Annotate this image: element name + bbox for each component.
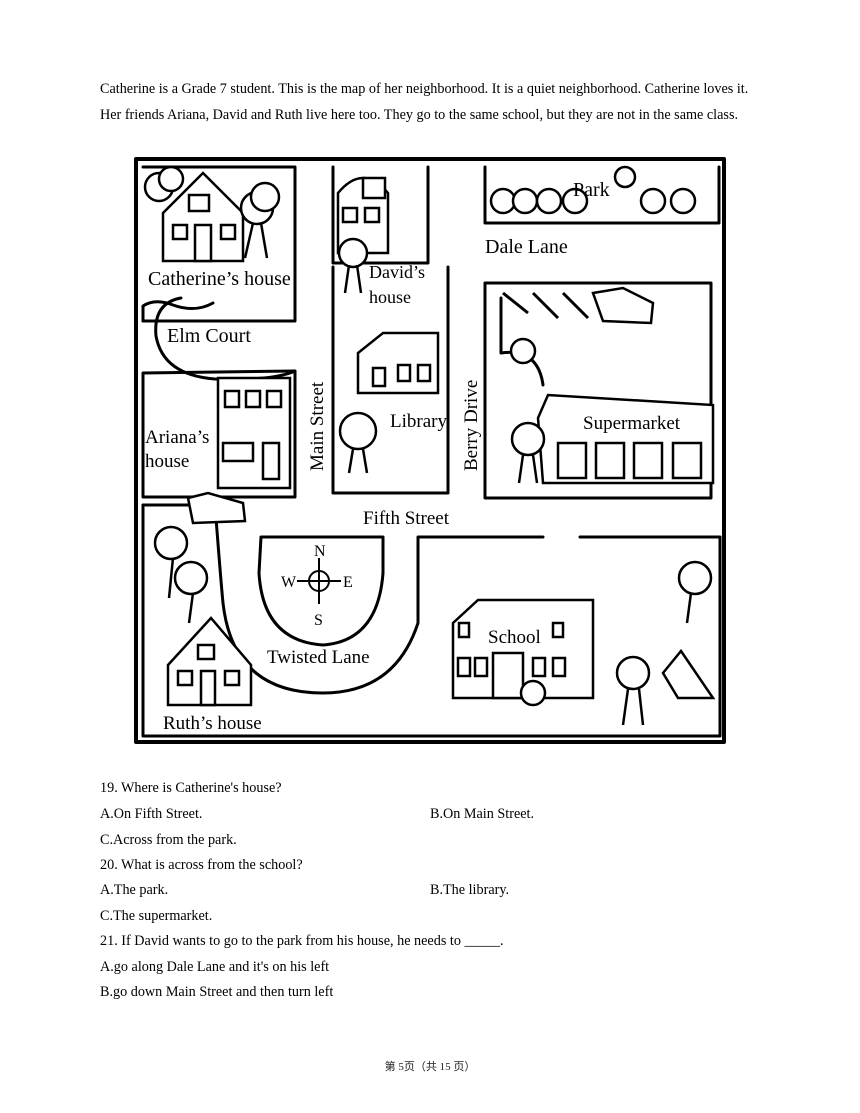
question-21-option-a: A.go along Dale Lane and it's on his lef… (100, 959, 330, 975)
page-footer: 第 5页（共 15 页） (384, 1061, 476, 1073)
question-21-option-b: B.go down Main Street and then turn left (100, 984, 334, 1000)
neighborhood-map: N S W E Catherine’s house Elm Court Aria… (133, 153, 727, 748)
question-19-option-b: B.On Main Street. (430, 806, 535, 822)
compass-n: N (314, 543, 326, 560)
compass-block (257, 535, 385, 647)
label-arianas-2: house (145, 451, 189, 472)
block-library (331, 265, 450, 495)
label-school: School (488, 627, 541, 648)
label-fifth-street: Fifth Street (363, 508, 450, 529)
compass-s: S (314, 612, 323, 629)
trees (143, 165, 716, 726)
label-library: Library (390, 411, 447, 432)
question-19-stem: 19. Where is Catherine's house? (100, 780, 282, 796)
question-20-option-a: A.The park. (100, 882, 169, 898)
twisted-lane-inner (141, 503, 545, 695)
elm-court-road (141, 300, 215, 323)
block-catherine (141, 165, 297, 323)
block-supermarket (483, 281, 713, 500)
compass-e: E (343, 574, 353, 591)
block-ariana (141, 369, 297, 499)
label-ruth-house: Ruth’s house (163, 713, 262, 734)
question-20-option-c: C.The supermarket. (100, 908, 213, 924)
compass-w: W (281, 574, 297, 591)
map-drawing: N S W E Catherine’s house Elm Court Aria… (134, 157, 726, 744)
block-park (483, 165, 721, 225)
label-david-1: David’s (369, 262, 425, 282)
question-20-stem: 20. What is across from the school? (100, 857, 303, 873)
question-19-option-a: A.On Fifth Street. (100, 806, 203, 822)
label-elm-court: Elm Court (167, 325, 251, 347)
label-catherine-house: Catherine’s house (148, 268, 291, 290)
intro-paragraph: Catherine is a Grade 7 student. This is … (100, 81, 749, 123)
label-main-street: Main Street (307, 381, 328, 471)
question-19-option-c: C.Across from the park. (100, 832, 237, 848)
block-bottom (141, 503, 722, 738)
label-supermarket: Supermarket (583, 413, 681, 434)
label-david-2: house (369, 287, 411, 307)
compass-rose (297, 558, 341, 604)
block-david (331, 165, 430, 265)
map-frame (134, 157, 726, 744)
label-dale-lane: Dale Lane (485, 236, 568, 258)
label-twisted-lane: Twisted Lane (267, 647, 370, 668)
question-20-option-b: B.The library. (430, 882, 510, 898)
label-berry-drive: Berry Drive (461, 380, 482, 471)
question-21-stem: 21. If David wants to go to the park fro… (100, 933, 504, 949)
label-arianas-1: Ariana’s (145, 427, 209, 448)
label-park: Park (573, 179, 610, 201)
